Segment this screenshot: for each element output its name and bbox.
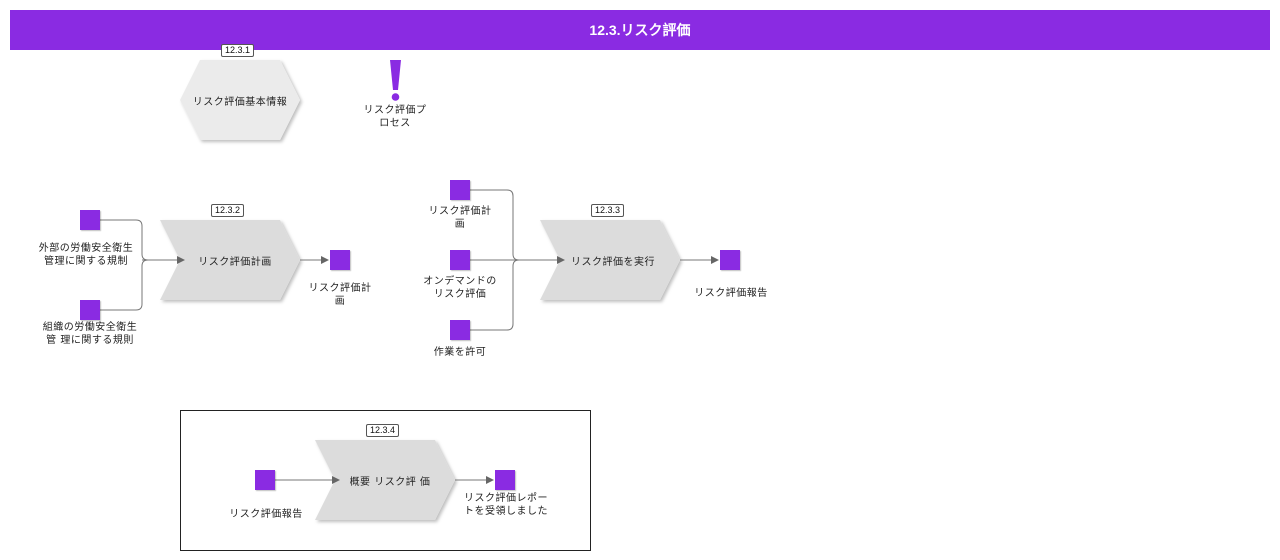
process-shape-12-3-4	[315, 440, 455, 520]
input-label: リスク評価報告	[229, 509, 303, 520]
input-object	[450, 320, 470, 340]
hexagon-label: リスク評価基本情報	[192, 96, 288, 108]
exclamation-label: リスク評価プロセス	[363, 105, 427, 129]
connector-3-in1	[470, 189, 520, 261]
tag-12-3-1: 12.3.1	[221, 44, 255, 57]
output-label: リスク評価報告	[694, 288, 768, 299]
info-hexagon	[180, 60, 300, 140]
process-label-12-3-3: リスク評価を実行	[571, 256, 655, 268]
process-label-12-3-4: 概要 リスク評 価	[349, 476, 431, 488]
input-object	[80, 300, 100, 320]
output-object	[495, 470, 515, 490]
page-title: 12.3.リスク評価	[10, 10, 1270, 50]
tag-12-3-4: 12.3.4	[366, 424, 400, 437]
exclamation-icon	[390, 60, 401, 101]
tag-12-3-2: 12.3.2	[211, 204, 245, 217]
tag-12-3-3: 12.3.3	[591, 204, 625, 217]
input-object	[450, 250, 470, 270]
process-frame-12-3-4	[180, 410, 591, 551]
input-object	[450, 180, 470, 200]
output-label: リスク評価計画	[308, 283, 372, 307]
input-label: オンデマンドのリスク評価	[423, 276, 497, 300]
output-object	[720, 250, 740, 270]
input-label: 作業を許可	[433, 347, 487, 358]
process-shape-12-3-3	[540, 220, 680, 300]
input-object	[255, 470, 275, 490]
connector-2-in2	[100, 259, 149, 311]
output-label: リスク評価レポートを受領しました	[464, 493, 548, 517]
connector-2-in1	[100, 219, 149, 261]
output-object	[330, 250, 350, 270]
input-object	[80, 210, 100, 230]
input-label: リスク評価計画	[428, 206, 492, 230]
process-label-12-3-2: リスク評価計画	[198, 256, 272, 268]
input-label: 組織の労働安全衛生管 理に関する規則	[42, 322, 138, 346]
connector-3-in3	[470, 259, 520, 331]
input-label: 外部の労働安全衛生 管理に関する規制	[38, 243, 134, 267]
process-shape-12-3-2	[160, 220, 300, 300]
